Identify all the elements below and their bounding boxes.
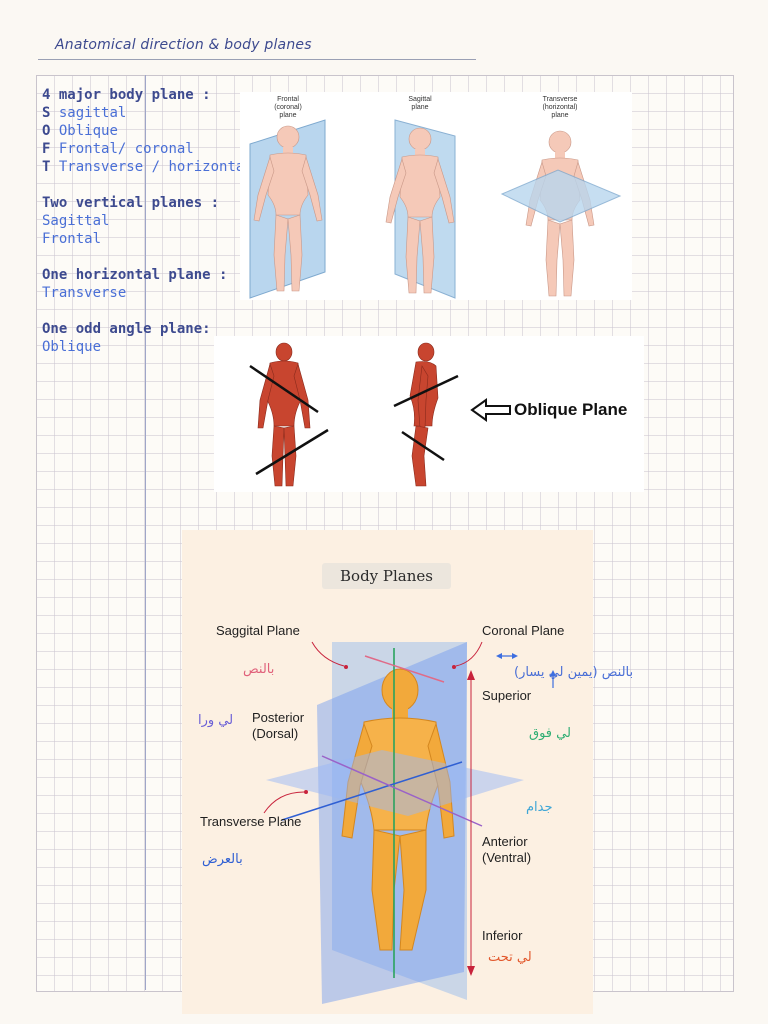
posterior-label: Posterior (Dorsal)	[252, 710, 305, 741]
coronal-top-line	[364, 655, 445, 683]
major-item-oblique: O Oblique	[42, 122, 253, 140]
saggital-plane-label: Saggital Plane	[216, 623, 300, 638]
sagittal-plane-figure	[385, 119, 456, 299]
item-letter: O	[42, 123, 51, 139]
arrow-left-icon	[470, 398, 511, 422]
frontal-plane-figure	[249, 119, 326, 299]
item-text: Oblique	[58, 123, 118, 139]
body-planes-title: Body Planes	[322, 563, 451, 589]
transverse-axis-line	[281, 761, 463, 821]
arabic-posterior-note: لي ورا	[198, 713, 234, 728]
notes-column: 4 major body plane : S sagittal O Obliqu…	[42, 86, 253, 356]
page-title: Anatomical direction & body planes	[55, 37, 312, 53]
transverse-plane-label: Transverse Plane	[200, 814, 302, 829]
oblique-line-1	[249, 364, 319, 414]
item-text: Frontal/ coronal	[58, 141, 194, 157]
arabic-saggital-note: بالنص	[243, 662, 275, 677]
anterior-label: Anterior (Ventral)	[482, 834, 532, 865]
odd-item-oblique: Oblique	[42, 339, 102, 355]
oblique-plane-label: Oblique Plane	[514, 400, 628, 419]
major-item-frontal: F Frontal/ coronal	[42, 140, 253, 158]
muscle-figure-side	[409, 342, 439, 487]
item-letter: F	[42, 141, 51, 157]
major-planes-heading: 4 major body plane :	[42, 87, 211, 103]
plane-figures-panel: Frontal (coronal) plane Sagittal plane T…	[240, 92, 632, 300]
item-letter: T	[42, 159, 51, 175]
saggital-pointer-line	[311, 641, 345, 667]
margin-line	[145, 75, 146, 990]
superior-arrow-icon	[550, 670, 556, 676]
item-text: sagittal	[58, 105, 127, 121]
transverse-plane-figure	[500, 130, 622, 297]
arabic-superior-note: لي فوق	[529, 726, 571, 741]
inferior-label: Inferior	[482, 928, 523, 943]
major-item-transverse: T Transverse / horizontal	[42, 158, 253, 176]
frontal-plane-caption: Frontal (coronal) plane	[274, 96, 302, 119]
sagittal-plane-caption: Sagittal plane	[408, 96, 432, 111]
horizontal-plane-heading: One horizontal plane :	[42, 267, 228, 283]
oblique-line-2	[255, 428, 329, 476]
oblique-figure-illustration	[249, 342, 511, 487]
arabic-coronal-note: بالنص (يمين لي يسار)	[514, 665, 634, 680]
item-text: Transverse / horizontal	[58, 159, 253, 175]
coronal-plane-label: Coronal Plane	[482, 623, 565, 638]
oblique-line-4	[401, 430, 445, 462]
arabic-inferior-note: لي تحت	[488, 950, 532, 965]
vertical-planes-heading: Two vertical planes :	[42, 195, 220, 211]
arabic-transverse-note: بالعرض	[202, 852, 243, 867]
vertical-item-frontal: Frontal	[42, 231, 102, 247]
transverse-pointer-line	[263, 791, 305, 814]
vertical-item-sagittal: Sagittal	[42, 213, 110, 229]
arrow-down-icon	[467, 966, 475, 976]
oblique-figure-panel	[214, 336, 644, 492]
title-underline	[38, 59, 476, 60]
sagittal-axis-line	[321, 755, 483, 827]
muscle-figure-front	[257, 342, 311, 487]
plane-figures-illustration	[249, 119, 622, 299]
body-planes-illustration	[263, 641, 556, 1004]
arrow-up-icon	[467, 670, 475, 680]
odd-plane-heading: One odd angle plane:	[42, 321, 211, 337]
transverse-plane-caption: Transverse (horizontal) plane	[542, 96, 578, 119]
oblique-line-3	[393, 374, 459, 408]
coronal-pointer-line	[455, 641, 483, 667]
item-letter: S	[42, 105, 51, 121]
superior-label: Superior	[482, 688, 532, 703]
horizontal-item-transverse: Transverse	[42, 285, 127, 301]
major-item-sagittal: S sagittal	[42, 104, 253, 122]
arabic-anterior-note: جدام	[526, 800, 553, 815]
